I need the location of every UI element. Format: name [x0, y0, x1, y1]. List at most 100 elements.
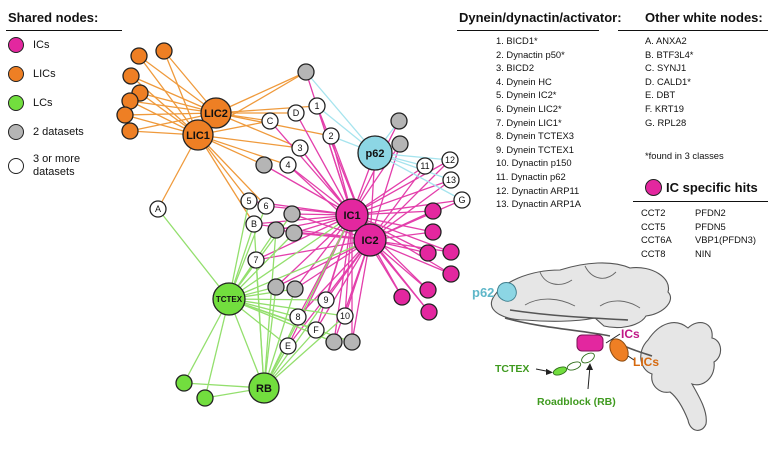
node-g5	[283, 205, 301, 223]
node-m6	[419, 281, 437, 299]
dynein-item: 5. Dynein IC2*	[496, 89, 557, 101]
node-g8	[267, 278, 285, 296]
node-circle	[307, 321, 325, 339]
node-gr2	[196, 389, 214, 407]
node-label: IC1	[343, 210, 360, 222]
node-label: 10	[340, 311, 350, 321]
node-label: B	[251, 219, 257, 229]
other-item: A. ANXA2	[645, 35, 687, 46]
dynein-item: 1. BICD1*	[496, 35, 538, 46]
legend-label-ics: ICs	[33, 38, 50, 51]
legend-label-2-datasets: 2 datasets	[33, 125, 84, 138]
node-circle	[453, 191, 471, 209]
edge-ic2-n8	[297, 239, 371, 318]
node-label: RB	[256, 383, 272, 395]
node-hub-tctex: TCTEX	[212, 282, 246, 316]
other-list: A. ANXA2 B. BTF3L4* C. SYNJ1 D. CALD1* E…	[645, 34, 693, 129]
dynein-stalk-right	[640, 322, 722, 431]
node-label: 4	[285, 160, 290, 170]
node-label: 11	[420, 161, 429, 171]
edge-ic2-n13	[369, 179, 452, 241]
node-num-11: 11	[416, 157, 434, 175]
legend-label-lcs: LCs	[33, 96, 53, 109]
node-label: F	[313, 325, 319, 335]
other-item: F. KRT19	[645, 102, 684, 114]
node-circle	[283, 205, 301, 223]
node-gr1	[175, 374, 193, 392]
node-label: A	[155, 204, 161, 214]
edge-rb-g8	[263, 286, 277, 389]
tctex-blob-2	[566, 361, 582, 371]
edge-ic1-d	[295, 112, 353, 216]
node-circle	[155, 42, 173, 60]
node-label: TCTEX	[216, 295, 243, 304]
node-m2	[424, 223, 442, 241]
node-circle	[441, 151, 459, 169]
node-num-1: 1	[308, 97, 326, 115]
node-g10	[325, 333, 343, 351]
structure-p62-label: p62	[472, 285, 494, 300]
node-circle	[267, 278, 285, 296]
lcs-swatch	[8, 95, 24, 111]
node-circle	[240, 192, 258, 210]
ics-blob	[576, 334, 604, 352]
footnote: *found in 3 classes	[645, 150, 724, 161]
node-circle	[420, 303, 438, 321]
node-g9	[286, 280, 304, 298]
node-circle	[130, 47, 148, 65]
edge-ic2-n7	[255, 239, 371, 261]
node-hub-ic2: IC2	[353, 223, 387, 257]
node-circle	[336, 307, 354, 325]
node-letter-d: D	[287, 104, 305, 122]
node-num-2: 2	[322, 127, 340, 145]
node-num-10: 10	[336, 307, 354, 325]
node-m4	[419, 244, 437, 262]
node-circle	[442, 265, 460, 283]
ic-hit: PFDN5	[695, 220, 726, 232]
node-circle	[267, 221, 285, 239]
node-num-4: 4	[279, 156, 297, 174]
node-label: 3	[297, 143, 302, 153]
node-circle	[442, 243, 460, 261]
node-circle	[416, 157, 434, 175]
node-label: 8	[295, 312, 300, 322]
edge-ic2-g10	[333, 239, 371, 343]
node-lo7	[121, 122, 139, 140]
edge-p62-g1	[305, 71, 376, 154]
dynein-title-rule	[457, 30, 599, 31]
node-label: p62	[366, 148, 385, 160]
node-num-9: 9	[317, 291, 335, 309]
node-m5	[442, 265, 460, 283]
dynein-item: 13. Dynactin ARP1A	[496, 198, 581, 210]
other-item: B. BTF3L4*	[645, 48, 694, 60]
node-circle	[247, 251, 265, 269]
node-lo1	[155, 42, 173, 60]
node-label: 2	[328, 131, 333, 141]
node-circle	[393, 288, 411, 306]
other-title: Other white nodes:	[645, 10, 763, 25]
edge-tctex-n10	[228, 298, 346, 317]
dynein-item: 11. Dynactin p62	[496, 170, 566, 182]
node-letter-c: C	[261, 112, 279, 130]
dynein-item: 7. Dynein LIC1*	[496, 116, 562, 128]
dynein-item: 12. Dynactin ARP11	[496, 184, 580, 196]
node-circle	[287, 104, 305, 122]
node-label: LIC1	[186, 130, 210, 142]
ic-hit: CCT5	[641, 220, 666, 232]
node-g4	[255, 156, 273, 174]
edge-lic1-n4	[197, 134, 289, 166]
node-circle	[308, 97, 326, 115]
node-circle	[335, 198, 369, 232]
edge-ic1-n12	[351, 159, 451, 216]
edge-rb-b	[253, 223, 265, 389]
edge-rb-ic1	[263, 214, 353, 389]
dynein-item: 8. Dynein TCTEX3	[496, 130, 574, 142]
edge-lic1-n6	[197, 134, 267, 207]
other-title-rule	[618, 30, 768, 31]
legend-item-3-datasets: 3 or more datasets	[8, 153, 105, 179]
node-circle	[325, 333, 343, 351]
edge-lic1-n3	[197, 134, 301, 149]
node-circle	[285, 224, 303, 242]
node-circle	[122, 67, 140, 85]
